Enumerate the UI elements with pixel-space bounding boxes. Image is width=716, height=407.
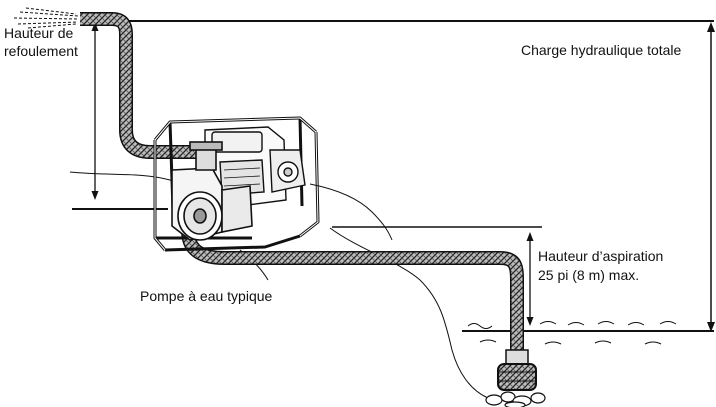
water-waves bbox=[467, 321, 677, 345]
total-head-arrow bbox=[707, 22, 715, 332]
suction-head-label-line2: 25 pi (8 m) max. bbox=[538, 267, 640, 283]
strainer bbox=[497, 349, 537, 391]
discharge-head-arrow bbox=[91, 22, 99, 200]
spray-nozzle bbox=[13, 7, 79, 29]
discharge-head-label: Hauteur de refoulement bbox=[4, 24, 78, 60]
discharge-head-label-line1: Hauteur de bbox=[4, 25, 74, 41]
suction-head-label-line1: Hauteur d’aspiration bbox=[538, 248, 664, 264]
discharge-hose bbox=[80, 12, 205, 159]
cord bbox=[309, 183, 393, 241]
pump-housing bbox=[171, 141, 253, 241]
rocks bbox=[485, 391, 546, 407]
suction-head-arrow bbox=[526, 232, 534, 326]
suction-head-label: Hauteur d’aspiration 25 pi (8 m) max. bbox=[538, 247, 663, 285]
discharge-head-label-line2: refoulement bbox=[4, 43, 78, 59]
pump-frame-inner bbox=[154, 117, 319, 251]
total-head-label: Charge hydraulique totale bbox=[521, 42, 682, 58]
pump-label: Pompe à eau typique bbox=[140, 288, 273, 304]
